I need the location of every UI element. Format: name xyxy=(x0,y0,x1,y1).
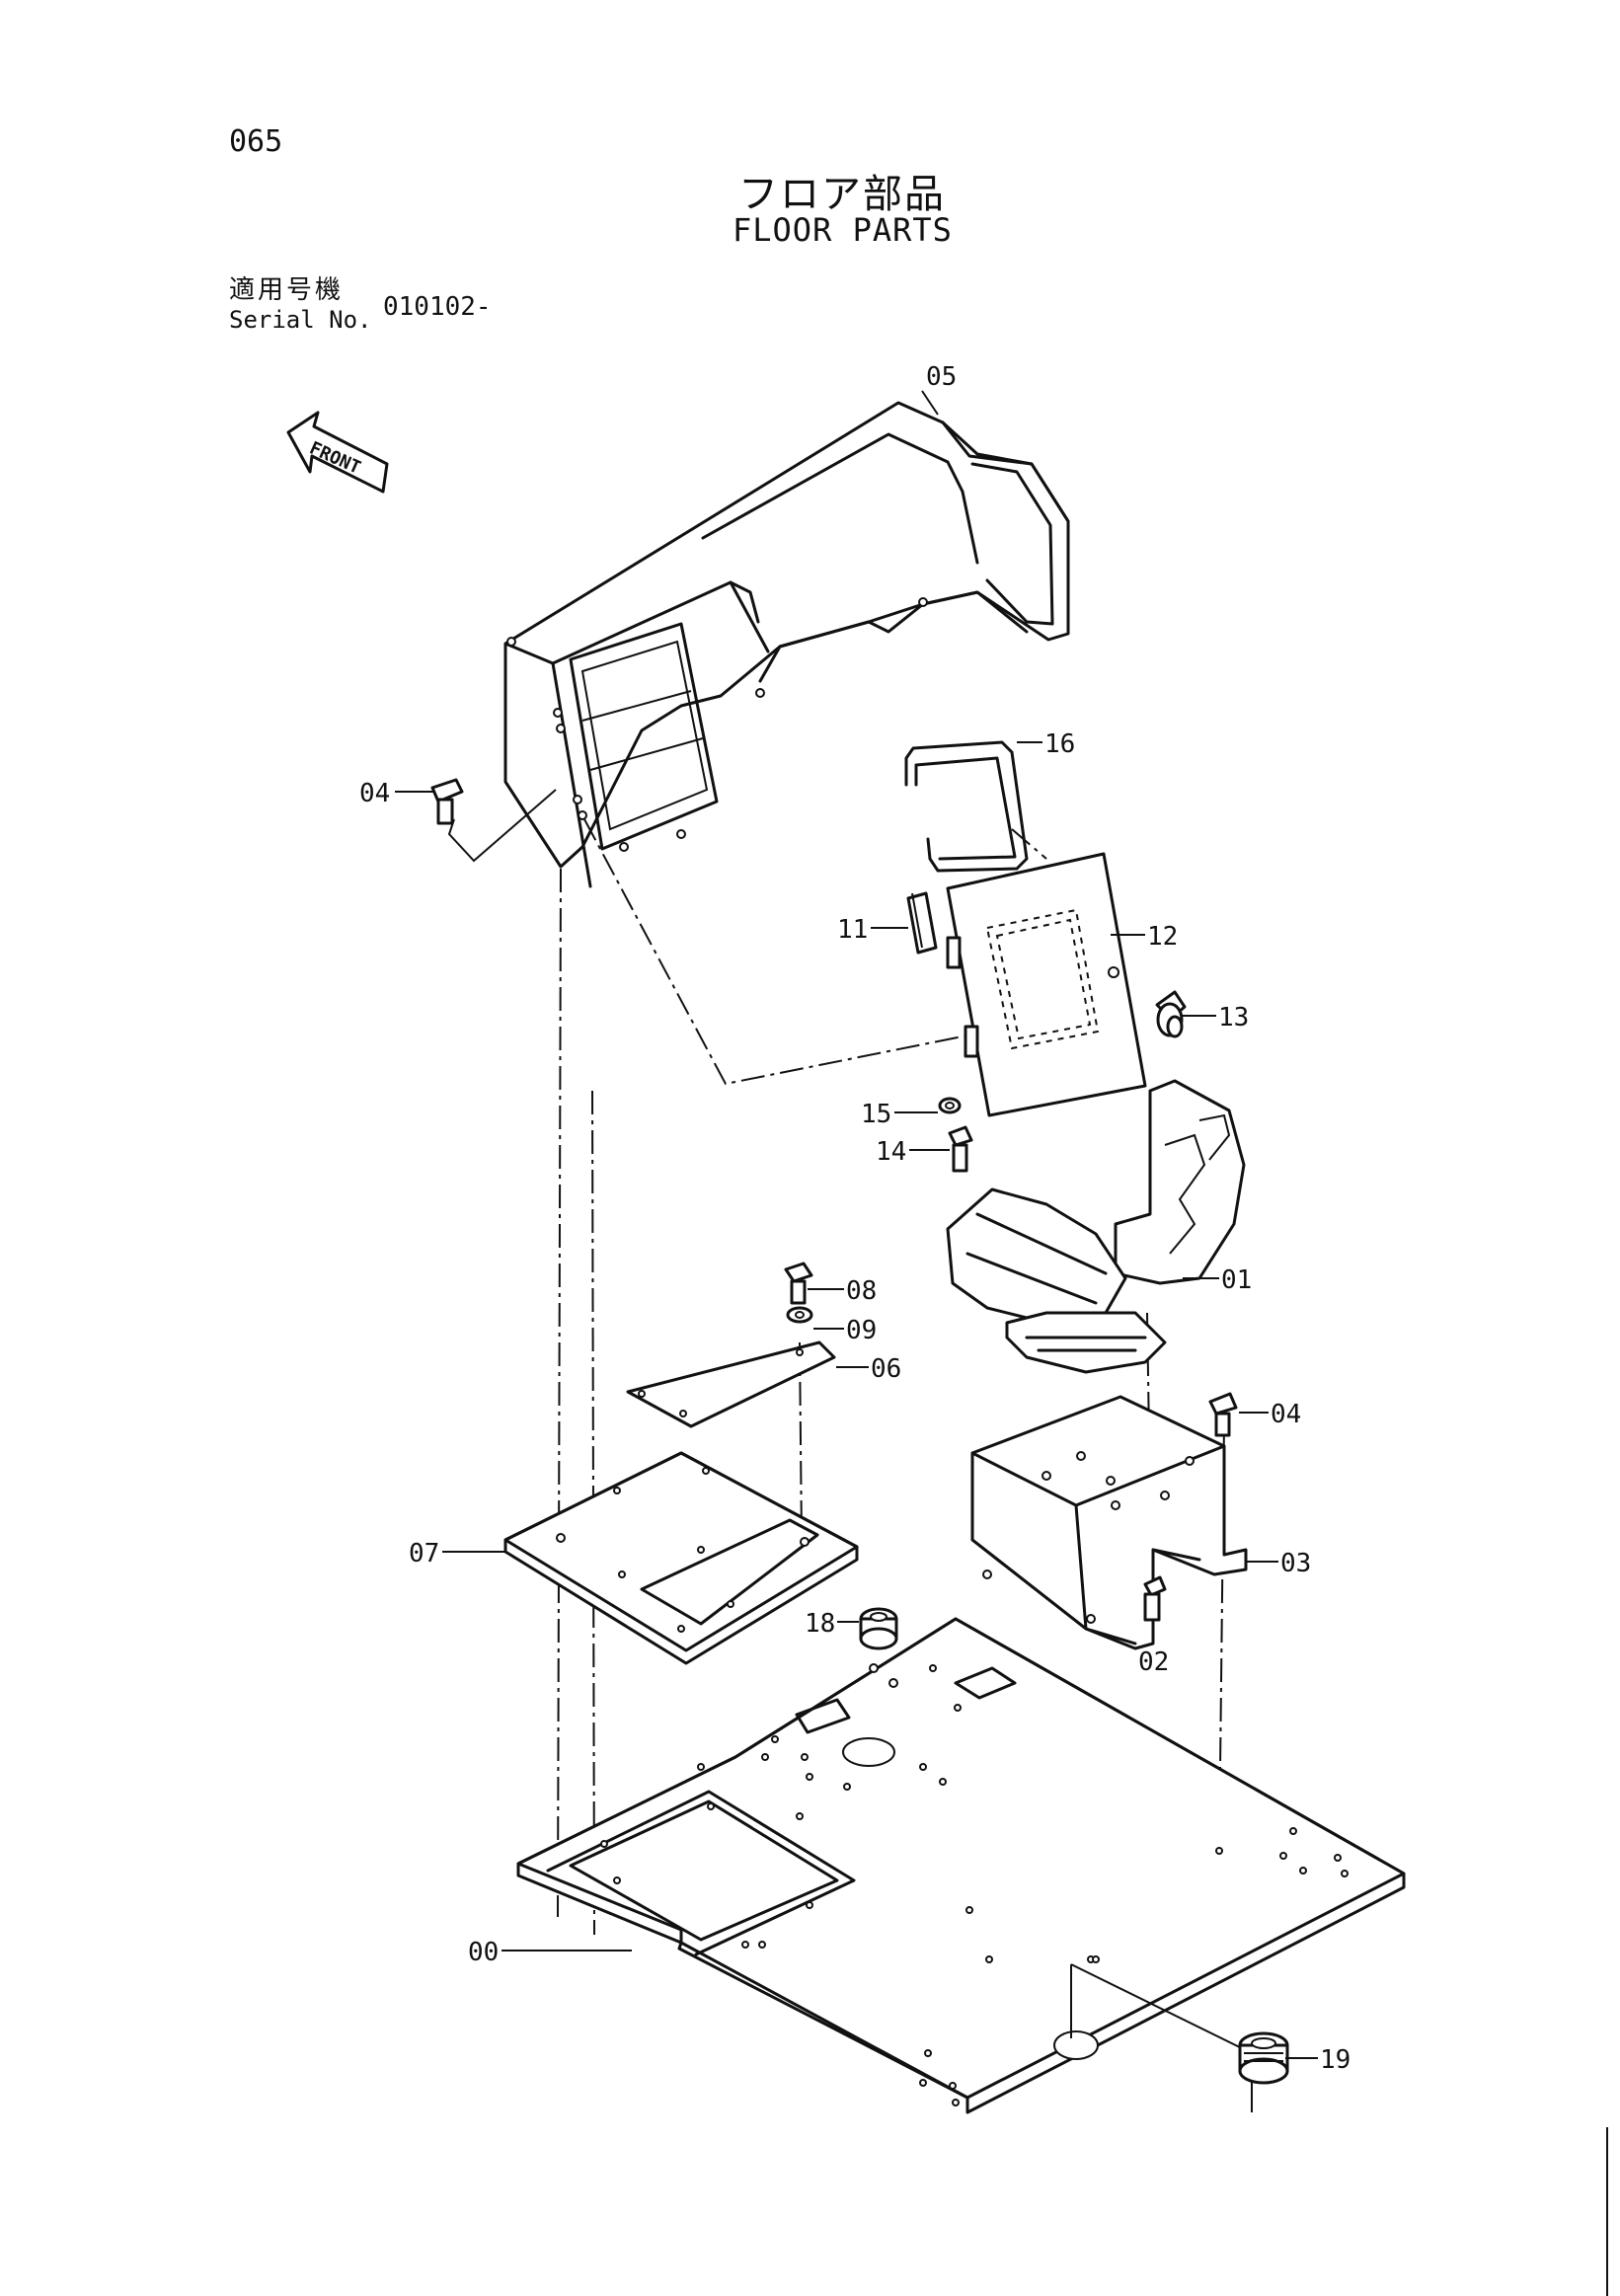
callout-09: 09 xyxy=(846,1316,877,1345)
page-title-english: FLOOR PARTS xyxy=(733,211,953,249)
callout-12: 12 xyxy=(1147,922,1178,952)
callout-03: 03 xyxy=(1280,1549,1311,1578)
callout-08: 08 xyxy=(846,1276,877,1306)
serial-label-japanese: 適用号機 xyxy=(229,275,345,305)
callout-leader-lines xyxy=(395,390,1318,2059)
callout-11: 11 xyxy=(837,915,868,945)
callout-06: 06 xyxy=(871,1354,901,1384)
part-05-console-cover xyxy=(503,401,1070,888)
callout-02: 02 xyxy=(1138,1647,1169,1677)
callout-01: 01 xyxy=(1221,1265,1252,1295)
part-04-bolt-lower xyxy=(1208,1392,1238,1437)
callout-14: 14 xyxy=(876,1137,906,1167)
callout-05: 05 xyxy=(926,362,957,392)
part-03-seat-bracket xyxy=(970,1395,1248,1650)
callout-00: 00 xyxy=(468,1938,499,1967)
callout-15: 15 xyxy=(861,1100,891,1129)
serial-label-english: Serial No. xyxy=(229,306,372,334)
part-01-operator-seat xyxy=(946,1079,1246,1374)
part-07-floor-plate xyxy=(503,1451,859,1665)
page-number: 065 xyxy=(229,124,283,159)
serial-number-value: 010102- xyxy=(383,292,492,322)
part-13-knob xyxy=(1155,990,1187,1038)
callout-04-lower: 04 xyxy=(1271,1400,1301,1429)
callout-07: 07 xyxy=(409,1539,439,1569)
part-00-main-floor xyxy=(516,1617,1406,2114)
part-04-bolt-upper xyxy=(430,778,557,863)
part-08-bolt xyxy=(784,1262,813,1305)
part-06-cover-plate xyxy=(626,1340,836,1428)
page-title-japanese: フロア部品 xyxy=(738,172,946,217)
callout-18: 18 xyxy=(805,1609,835,1639)
part-callout-labels: 05 04 16 11 12 13 15 14 01 08 09 06 04 0… xyxy=(359,362,1350,2075)
callout-19: 19 xyxy=(1320,2045,1350,2075)
part-02-bolt xyxy=(1143,1575,1167,1622)
part-11-latch xyxy=(906,891,938,955)
front-arrow-icon: FRONT xyxy=(286,411,389,494)
part-14-bolt xyxy=(948,1125,973,1173)
part-16-grab-handle xyxy=(904,740,1029,873)
part-09-washer xyxy=(786,1306,813,1324)
part-12-window-panel xyxy=(946,852,1147,1117)
callout-04-upper: 04 xyxy=(359,779,390,808)
callout-16: 16 xyxy=(1044,729,1075,759)
part-19-grommet xyxy=(1238,2031,1289,2085)
part-18-grommet xyxy=(859,1607,898,1650)
part-15-washer xyxy=(938,1097,962,1114)
callout-13: 13 xyxy=(1218,1003,1249,1033)
